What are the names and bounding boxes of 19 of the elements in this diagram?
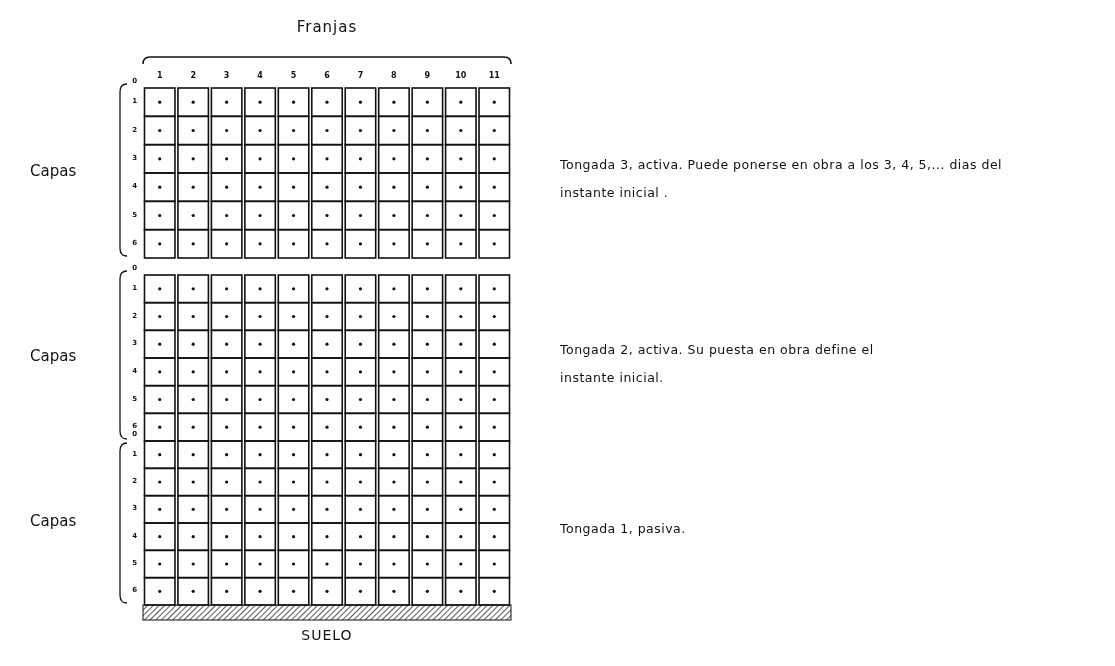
- column-number: 9: [424, 72, 431, 80]
- ground-label: SUELO: [301, 628, 353, 642]
- column-number: 6: [324, 72, 330, 80]
- column-number: 4: [257, 72, 263, 80]
- axis-title: Capas: [30, 349, 77, 364]
- column-number: 1: [156, 72, 163, 80]
- axis-title: Capas: [30, 514, 77, 529]
- column-number: 5: [290, 72, 297, 80]
- axis-title: Capas: [30, 164, 77, 179]
- column-number: 7: [357, 72, 364, 80]
- layer-note: Tongada 1, pasiva.: [560, 520, 687, 538]
- column-number: 3: [223, 72, 230, 80]
- column-number: 10: [455, 72, 467, 80]
- axis-title: Franjas: [296, 20, 358, 35]
- column-number: 11: [488, 72, 500, 80]
- column-number: 2: [190, 72, 196, 80]
- layer-note: Tongada 3, activa. Puede ponerse en obra a los 3, 4, 5,... dias del instante inicial .: [560, 156, 1004, 202]
- column-number: 8: [391, 72, 397, 80]
- layer-note: Tongada 2, activa. Su puesta en obra define el instante inicial.: [560, 341, 875, 387]
